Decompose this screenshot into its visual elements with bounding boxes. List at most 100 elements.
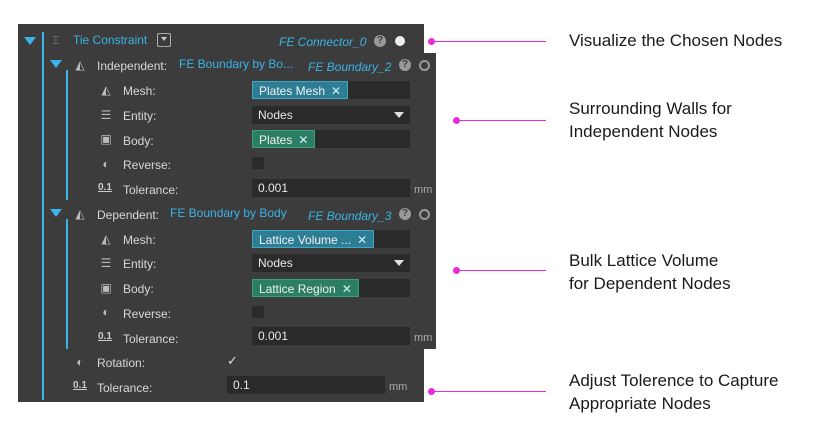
mesh-label: Mesh:: [123, 84, 156, 98]
tie-constraint-icon: ⌶: [52, 33, 60, 47]
body-icon: ▣: [100, 132, 112, 146]
remove-icon[interactable]: ✕: [298, 133, 309, 147]
reverse-icon: ◐: [102, 157, 110, 171]
body-tag: Plates ✕: [252, 130, 316, 148]
list-icon: ☰: [100, 108, 112, 122]
tolerance-label: Tolerance:: [123, 332, 179, 346]
tolerance-value: 0.001: [258, 181, 289, 195]
tie-tree-line: [42, 32, 44, 400]
entity-label: Entity:: [123, 257, 157, 271]
mesh-tag-label: Lattice Volume ...: [259, 233, 352, 247]
independent-entity-select[interactable]: Nodes: [252, 106, 410, 124]
tolerance-label: Tolerance:: [97, 381, 153, 395]
marker-line: [432, 41, 546, 42]
mesh-tag: Plates Mesh ✕: [252, 81, 349, 99]
dependent-tolerance-input[interactable]: 0.001: [252, 327, 410, 345]
annotation-tolerance-line1: Adjust Tolerence to Capture: [569, 371, 779, 390]
reverse-label: Reverse:: [123, 307, 172, 321]
independent-visualize-toggle[interactable]: [419, 60, 430, 71]
dependent-visualize-toggle[interactable]: [419, 209, 430, 220]
tolerance-icon: 0.1: [98, 331, 112, 342]
annotation-independent-line2: Independent Nodes: [569, 122, 718, 141]
entity-value: Nodes: [258, 108, 293, 122]
body-label: Body:: [123, 134, 154, 148]
annotation-independent-line1: Surrounding Walls for: [569, 99, 732, 118]
reverse-label: Reverse:: [123, 158, 172, 172]
tie-name: FE Connector_0: [279, 35, 367, 49]
marker-line: [457, 270, 546, 271]
mesh-label: Mesh:: [123, 233, 156, 247]
body-tag-label: Lattice Region: [259, 282, 336, 296]
marker-line: [457, 120, 546, 121]
dependent-tree-line: [66, 219, 68, 349]
dependent-source[interactable]: FE Boundary by Body: [170, 206, 287, 220]
tolerance-icon: 0.1: [98, 182, 112, 193]
annotation-visualize: Visualize the Chosen Nodes: [569, 31, 783, 50]
entity-value: Nodes: [258, 256, 293, 270]
mesh-tag: Lattice Volume ... ✕: [252, 230, 375, 248]
tolerance-label: Tolerance:: [123, 183, 179, 197]
independent-source[interactable]: FE Boundary by Bo...: [179, 57, 294, 71]
visualize-toggle[interactable]: [395, 36, 405, 46]
help-icon[interactable]: ?: [399, 208, 411, 220]
annotation-dependent-line2: for Dependent Nodes: [569, 274, 731, 293]
dependent-entity-select[interactable]: Nodes: [252, 254, 410, 272]
tolerance-input[interactable]: 0.1: [227, 376, 385, 394]
marker-dot: [453, 267, 460, 274]
dependent-reverse-checkbox[interactable]: [252, 306, 264, 318]
independent-label: Independent:: [97, 59, 168, 73]
mesh-icon: ◭: [101, 83, 111, 97]
rotation-label: Rotation:: [97, 356, 146, 370]
body-tag: Lattice Region ✕: [252, 279, 359, 297]
unit-label: mm: [389, 381, 408, 393]
tie-title: Tie Constraint: [73, 33, 148, 47]
independent-name: FE Boundary_2: [308, 60, 392, 74]
remove-icon[interactable]: ✕: [357, 233, 368, 247]
dropdown-arrow-icon: [394, 112, 404, 118]
unit-label: mm: [414, 332, 433, 344]
body-label: Body:: [123, 282, 154, 296]
reverse-icon: ◐: [102, 305, 110, 319]
expand-tie-icon[interactable]: [24, 37, 36, 45]
unit-label: mm: [414, 184, 433, 196]
body-tag-label: Plates: [259, 133, 293, 147]
expand-independent-icon[interactable]: [50, 60, 62, 68]
dependent-mesh-field[interactable]: Lattice Volume ... ✕: [252, 230, 410, 248]
help-icon[interactable]: ?: [399, 59, 411, 71]
independent-reverse-checkbox[interactable]: [252, 157, 264, 169]
independent-mesh-field[interactable]: Plates Mesh ✕: [252, 81, 410, 99]
marker-dot: [453, 117, 460, 124]
help-icon[interactable]: ?: [374, 35, 386, 47]
rotation-icon: ◐: [76, 355, 84, 369]
annotation-dependent-line1: Bulk Lattice Volume: [569, 251, 719, 270]
remove-icon[interactable]: ✕: [331, 84, 342, 98]
independent-body-field[interactable]: Plates ✕: [252, 130, 410, 148]
independent-tolerance-input[interactable]: 0.001: [252, 179, 410, 197]
chevron-down-icon: [161, 37, 167, 41]
mesh-tag-label: Plates Mesh: [259, 84, 326, 98]
tolerance-icon: 0.1: [73, 380, 87, 391]
dependent-panel: [48, 203, 436, 349]
tolerance-value: 0.001: [258, 329, 289, 343]
boundary-icon: ◭: [75, 207, 85, 221]
marker-dot: [428, 388, 435, 395]
entity-label: Entity:: [123, 109, 157, 123]
tie-dropdown-button[interactable]: [157, 33, 171, 47]
independent-panel: [48, 53, 436, 203]
dependent-name: FE Boundary_3: [308, 209, 392, 223]
expand-dependent-icon[interactable]: [50, 209, 62, 217]
mesh-icon: ◭: [101, 232, 111, 246]
tolerance-value: 0.1: [233, 378, 250, 392]
dependent-label: Dependent:: [97, 208, 160, 222]
independent-tree-line: [66, 70, 68, 200]
remove-icon[interactable]: ✕: [341, 282, 352, 296]
marker-dot: [428, 38, 435, 45]
dependent-body-field[interactable]: Lattice Region ✕: [252, 279, 410, 297]
body-icon: ▣: [100, 281, 112, 295]
boundary-icon: ◭: [75, 58, 85, 72]
marker-line: [432, 391, 546, 392]
annotation-tolerance-line2: Appropriate Nodes: [569, 394, 711, 413]
list-icon: ☰: [100, 256, 112, 270]
dropdown-arrow-icon: [394, 260, 404, 266]
rotation-checkbox[interactable]: ✓: [227, 353, 238, 368]
